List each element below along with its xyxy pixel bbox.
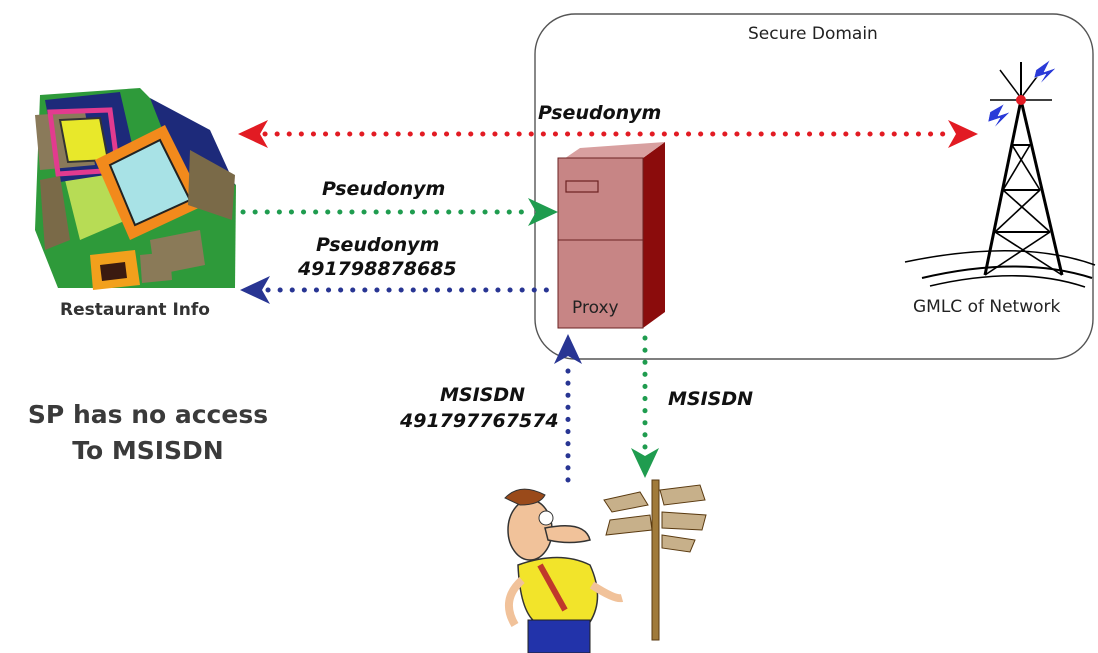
user-signpost-icon [504, 479, 707, 653]
link-blue-left [240, 276, 559, 304]
blue-left-link-number: 491798878685 [298, 258, 457, 280]
link-red [238, 120, 978, 148]
link-green-top [240, 198, 558, 226]
gmlc-label: GMLC of Network [913, 297, 1061, 317]
blue-up-link-label: MSISDN [440, 384, 526, 406]
blue-left-link-label: Pseudonym [316, 234, 440, 256]
restaurant-computer-icon [35, 88, 236, 290]
proxy-label: Proxy [572, 298, 619, 318]
restaurant-info-label: Restaurant Info [60, 300, 210, 320]
gmlc-tower-icon [904, 59, 1096, 288]
note-line-1: SP has no access [27, 400, 269, 429]
blue-up-link-number: 491797767574 [400, 410, 559, 432]
note-line-2: To MSISDN [72, 436, 224, 465]
secure-domain-box [534, 13, 1094, 360]
proxy-server-icon [557, 142, 665, 329]
green-down-link-label: MSISDN [668, 388, 754, 410]
link-green-down [631, 335, 659, 478]
red-link-label: Pseudonym [538, 102, 662, 124]
secure-domain-title: Secure Domain [748, 24, 878, 44]
link-blue-up [554, 334, 582, 483]
green-top-link-label: Pseudonym [322, 178, 446, 200]
